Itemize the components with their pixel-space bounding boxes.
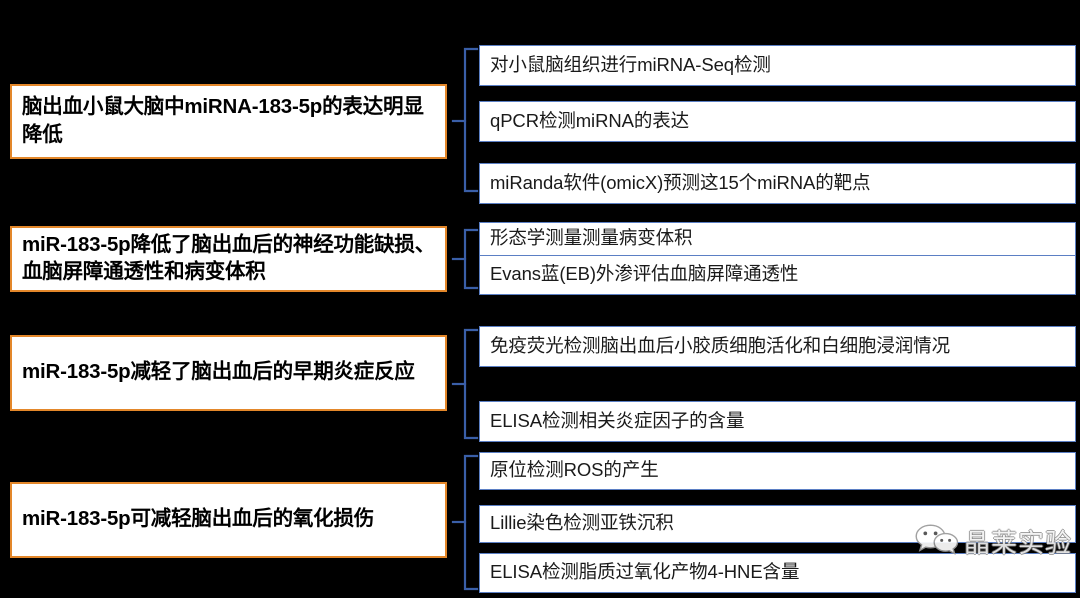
method-text: miRanda软件(omicX)预测这15个miRNA的靶点 <box>490 171 871 193</box>
bracket-connector-3 <box>447 326 481 442</box>
method-box-4: 形态学测量测量病变体积 <box>479 222 1076 256</box>
method-box-7: ELISA检测相关炎症因子的含量 <box>479 401 1076 442</box>
conclusion-box-1: 脑出血小鼠大脑中miRNA-183-5p的表达明显降低 <box>10 84 447 159</box>
method-box-6: 免疫荧光检测脑出血后小胶质细胞活化和白细胞浸润情况 <box>479 326 1076 367</box>
method-box-3: miRanda软件(omicX)预测这15个miRNA的靶点 <box>479 163 1076 204</box>
method-box-2: qPCR检测miRNA的表达 <box>479 101 1076 142</box>
conclusion-text: 脑出血小鼠大脑中miRNA-183-5p的表达明显降低 <box>22 95 424 146</box>
bracket-connector-4 <box>447 452 481 593</box>
conclusion-text: miR-183-5p减轻了脑出血后的早期炎症反应 <box>22 360 415 384</box>
method-text: 对小鼠脑组织进行miRNA-Seq检测 <box>490 53 771 75</box>
method-box-8: 原位检测ROS的产生 <box>479 452 1076 490</box>
method-box-5: Evans蓝(EB)外渗评估血脑屏障通透性 <box>479 255 1076 295</box>
conclusion-box-4: miR-183-5p可减轻脑出血后的氧化损伤 <box>10 482 447 558</box>
method-text: 形态学测量测量病变体积 <box>490 227 693 249</box>
method-text: 原位检测ROS的产生 <box>490 459 659 481</box>
conclusion-box-3: miR-183-5p减轻了脑出血后的早期炎症反应 <box>10 335 447 411</box>
bracket-connector-1 <box>447 45 481 195</box>
method-text: 免疫荧光检测脑出血后小胶质细胞活化和白细胞浸润情况 <box>490 334 951 356</box>
method-text: Lillie染色检测亚铁沉积 <box>490 512 674 534</box>
method-box-1: 对小鼠脑组织进行miRNA-Seq检测 <box>479 45 1076 86</box>
method-text: qPCR检测miRNA的表达 <box>490 109 690 131</box>
conclusion-text: miR-183-5p降低了脑出血后的神经功能缺损、血脑屏障通透性和病变体积 <box>22 232 436 283</box>
method-box-10: ELISA检测脂质过氧化产物4-HNE含量 <box>479 553 1076 593</box>
conclusion-text: miR-183-5p可减轻脑出血后的氧化损伤 <box>22 507 375 531</box>
bracket-connector-2 <box>447 226 481 292</box>
method-text: ELISA检测相关炎症因子的含量 <box>490 409 745 431</box>
method-text: Evans蓝(EB)外渗评估血脑屏障通透性 <box>490 263 799 285</box>
conclusion-box-2: miR-183-5p降低了脑出血后的神经功能缺损、血脑屏障通透性和病变体积 <box>10 226 447 292</box>
method-box-9: Lillie染色检测亚铁沉积 <box>479 505 1076 543</box>
method-text: ELISA检测脂质过氧化产物4-HNE含量 <box>490 561 800 583</box>
